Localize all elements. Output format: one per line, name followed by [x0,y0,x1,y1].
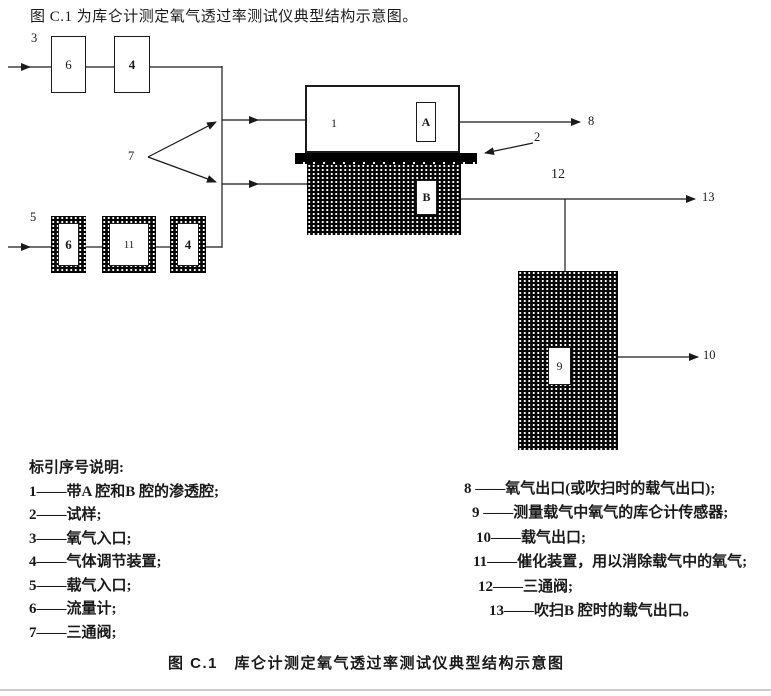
chamber-b-box: B [416,180,437,215]
legend-item-2: 2——试样; [29,507,102,523]
flowmeter-bottom-box: 6 [51,216,86,273]
ref-three-way-valve-right: 12 [551,167,565,182]
flowmeter-bottom-label: 6 [65,236,72,252]
legend-item-5: 5——载气入口; [29,577,132,594]
valve7-branch-down [147,156,217,183]
chamber-b-label: B [422,190,431,204]
sensor-label: 9 [556,358,563,373]
catalytic-device-box: 11 [102,216,156,273]
page-bottom-divider [0,689,771,691]
gas-regulator-bottom-label: 4 [184,236,192,252]
legend-item-7: 7——三通阀; [29,624,117,641]
ref-specimen: 2 [534,130,541,144]
specimen-bar [295,153,477,164]
flowmeter-top-label: 6 [65,56,72,72]
sensor-inner-box: 9 [548,347,571,385]
catalytic-device-label: 11 [123,238,135,251]
ref-carrier-outlet: 10 [703,348,716,362]
ref-oxygen-outlet: 8 [588,114,595,128]
ref-three-way-valve: 7 [128,149,135,163]
ref-oxygen-inlet: 3 [31,31,38,45]
chamber-a-box: A [416,102,436,142]
figure-intro-text: 图 C.1 为库仑计测定氧气透过率测试仪典型结构示意图。 [30,9,418,25]
figure-caption: 图 C.1 库仑计测定氧气透过率测试仪典型结构示意图 [168,655,565,672]
permeation-cell-lower-chamber [307,164,461,235]
chamber-a-label: A [421,114,431,129]
specimen-pointer-arrow [484,142,534,156]
legend-item-9: 9 ——测量载气中氧气的库仑计传感器; [472,505,729,522]
legend-item-8: 8 ——氧气出口(或吹扫时的载气出口); [464,481,716,497]
ref-purge-outlet: 13 [702,190,715,204]
legend-item-3: 3——氧气入口; [29,530,132,547]
legend-item-10: 10——载气出口; [476,529,586,546]
flowmeter-top-box: 6 [51,36,86,93]
legend-item-13: 13——吹扫B 腔时的载气出口。 [489,603,698,620]
gas-regulator-top-box: 4 [114,36,150,93]
gas-regulator-bottom-box: 4 [170,216,206,273]
legend-left-column: 标引序号说明: 1——带A 腔和B 腔的渗透腔; 2——试样; 3——氧气入口;… [29,457,219,645]
legend-item-4: 4——气体调节装置; [29,554,162,570]
permeation-cell-label: 1 [331,116,337,130]
legend-item-6: 6——流量计; [29,601,117,617]
gas-regulator-top-label: 4 [128,56,136,72]
ref-carrier-inlet: 5 [30,210,37,224]
legend-header: 标引序号说明: [29,460,124,476]
legend-item-12: 12——三通阀; [478,578,573,595]
legend-item-11: 11——催化装置，用以消除载气中的氧气; [473,554,748,571]
valve7-branch-up [147,121,217,158]
legend-right-column: 8 ——氧气出口(或吹扫时的载气出口); 9 ——测量载气中氧气的库仑计传感器;… [0,477,771,623]
schematic-lines [8,63,699,361]
legend-item-1: 1——带A 腔和B 腔的渗透腔; [29,483,220,500]
permeation-cell-upper-chamber [305,85,460,153]
